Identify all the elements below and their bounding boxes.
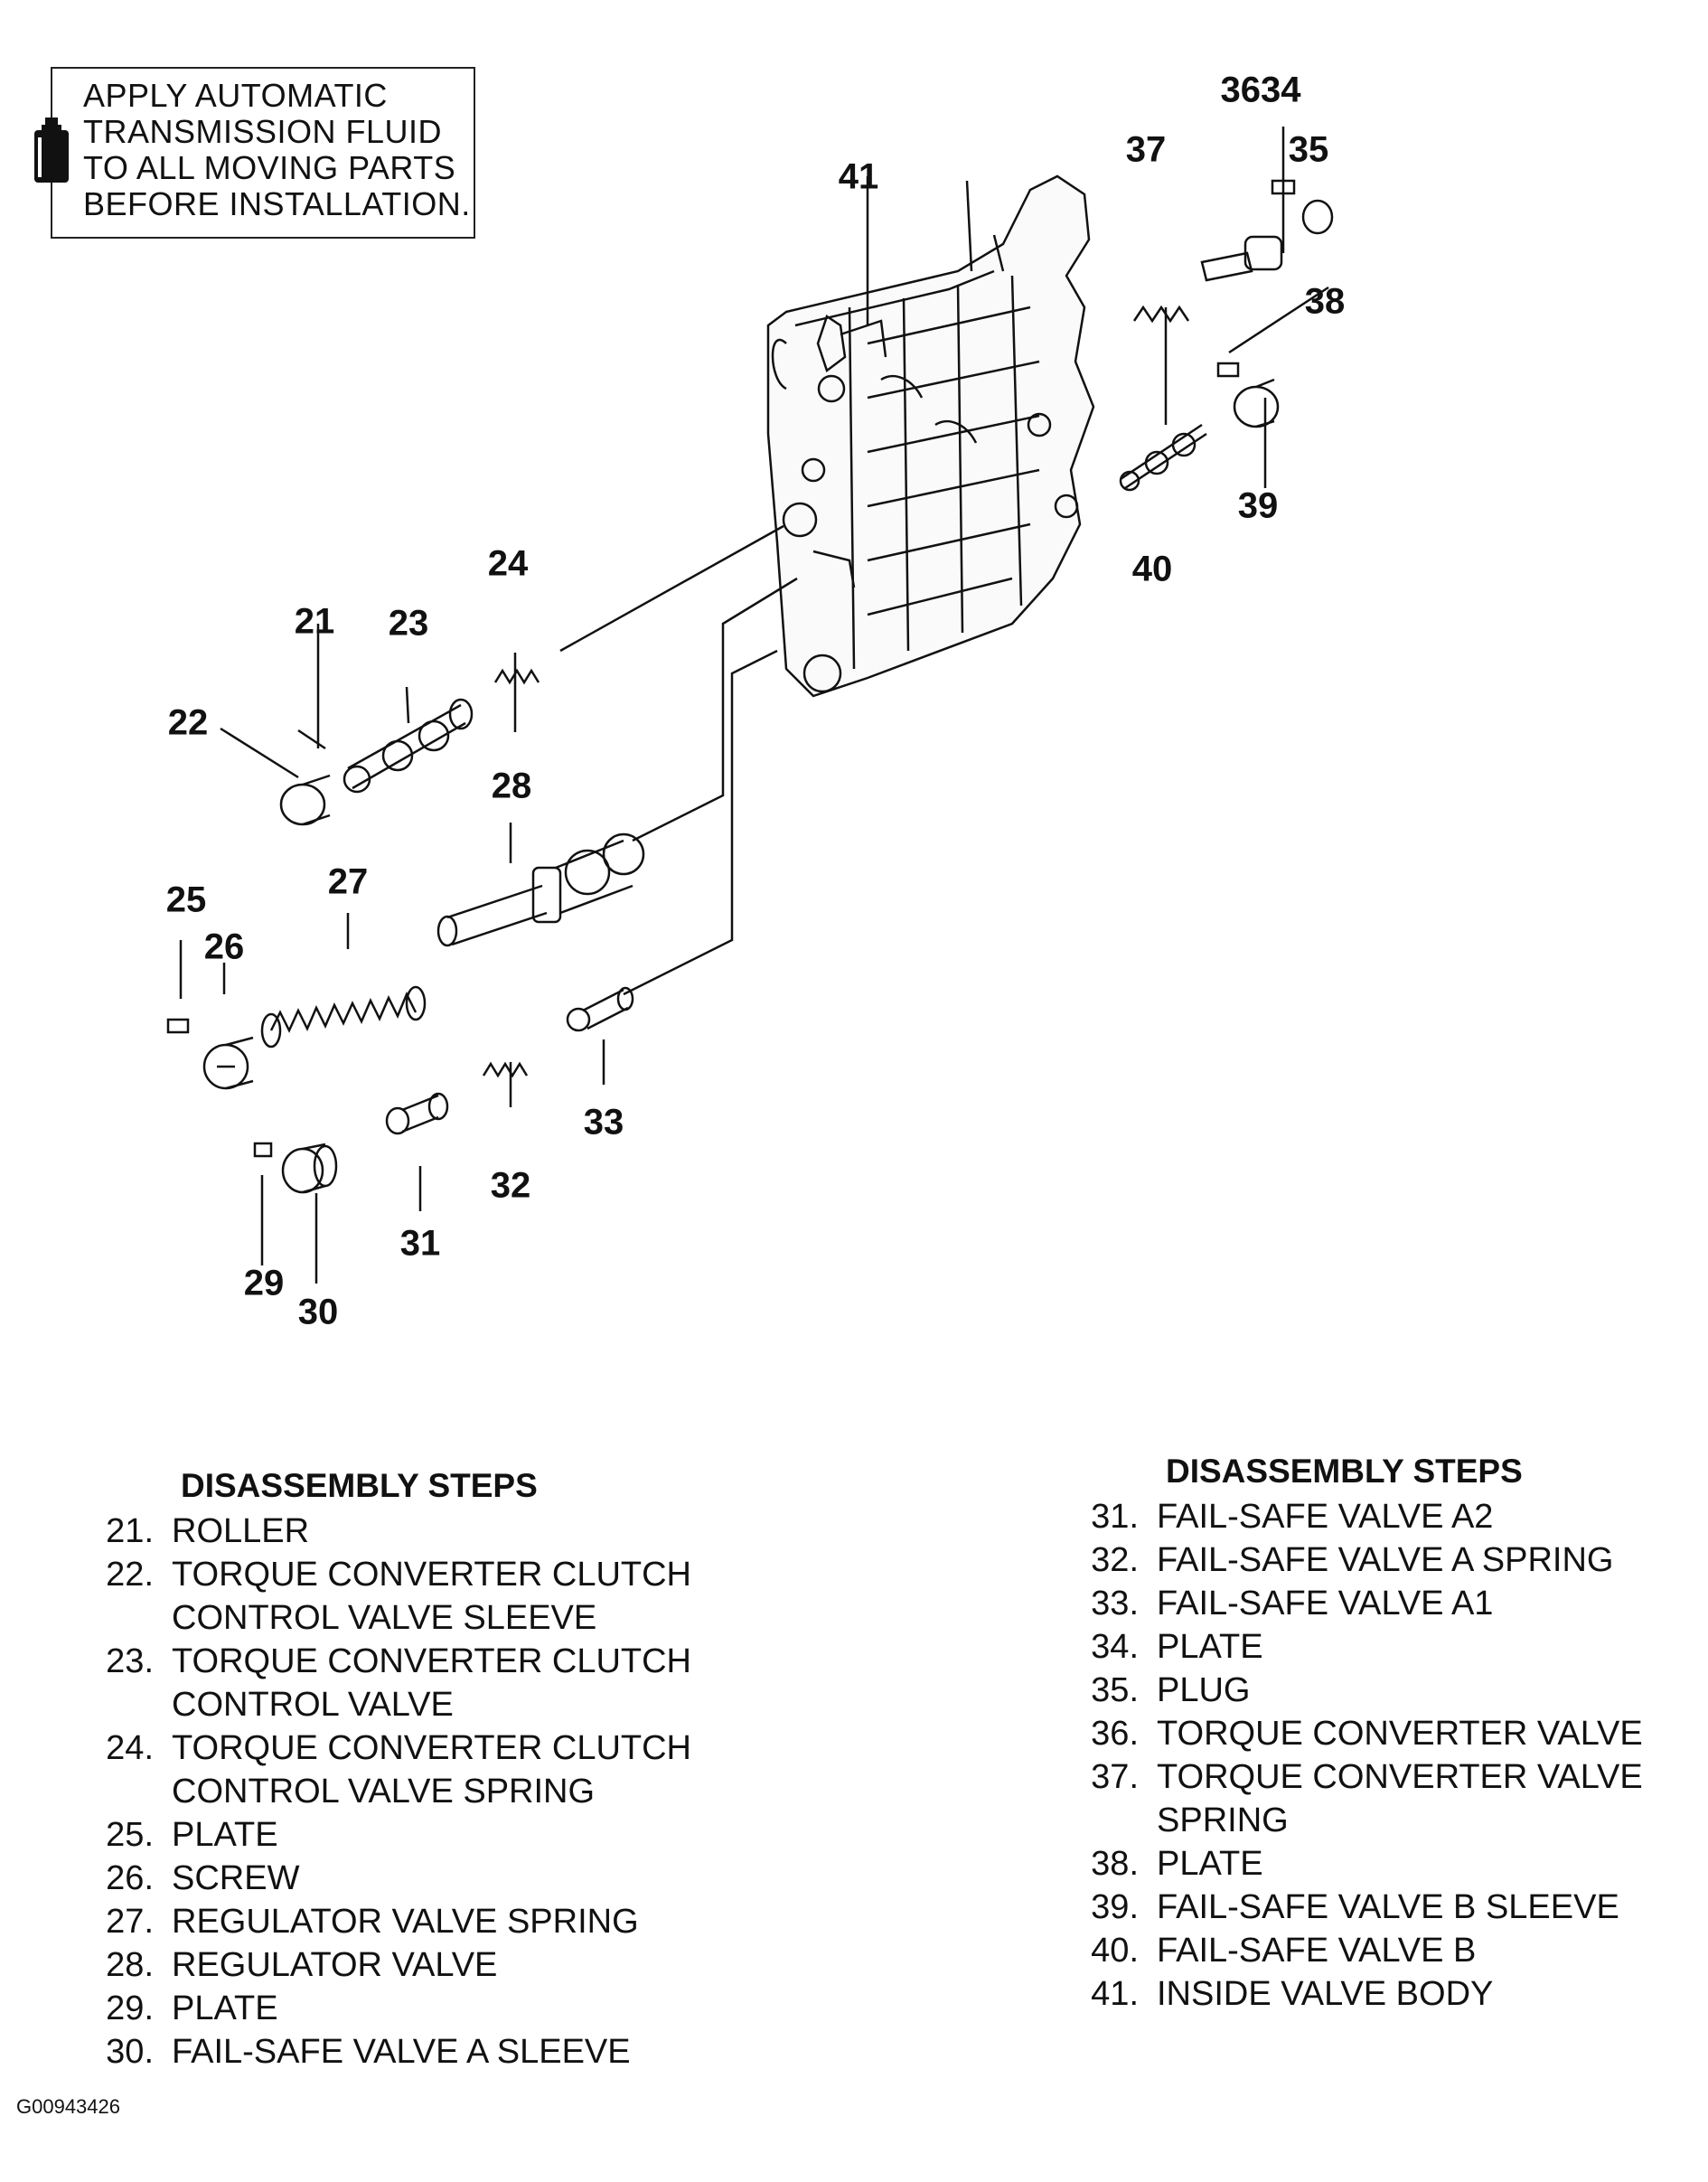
callout-24: 24 bbox=[487, 543, 529, 584]
callout-22: 22 bbox=[167, 702, 209, 743]
part-24-spring bbox=[493, 668, 540, 685]
callout-39: 39 bbox=[1237, 485, 1279, 526]
note-line-4: BEFORE INSTALLATION. bbox=[83, 185, 471, 222]
callout-35: 35 bbox=[1288, 129, 1329, 170]
part-26-screw bbox=[202, 1036, 254, 1090]
part-39-sleeve bbox=[1233, 378, 1280, 428]
part-36-valve bbox=[1200, 235, 1283, 282]
callout-21: 21 bbox=[294, 601, 335, 642]
part-40-valve bbox=[1119, 423, 1207, 492]
callout-25: 25 bbox=[165, 879, 207, 920]
callout-30: 30 bbox=[297, 1292, 339, 1332]
note-line-3: TO ALL MOVING PARTS bbox=[83, 149, 456, 186]
part-30-sleeve bbox=[281, 1143, 338, 1194]
right-steps-heading: DISASSEMBLY STEPS bbox=[1166, 1453, 1523, 1490]
part-38-plate bbox=[1216, 362, 1240, 378]
fluid-bottle-icon bbox=[34, 118, 69, 183]
callout-33: 33 bbox=[583, 1102, 624, 1143]
part-28-valve bbox=[436, 832, 645, 947]
part-23-valve bbox=[343, 698, 474, 794]
figure-code: G00943426 bbox=[16, 2095, 120, 2118]
exploded-valve-body-drawing bbox=[166, 127, 1334, 1284]
callout-32: 32 bbox=[490, 1165, 531, 1206]
callout-40: 40 bbox=[1131, 549, 1173, 589]
callout-31: 31 bbox=[399, 1223, 441, 1264]
part-35-plug bbox=[1301, 199, 1334, 235]
part-22-sleeve bbox=[279, 774, 331, 826]
callout-37: 37 bbox=[1125, 129, 1167, 170]
part-27-spring bbox=[260, 985, 427, 1049]
callout-27: 27 bbox=[327, 861, 369, 902]
callout-38: 38 bbox=[1304, 281, 1346, 322]
left-steps-heading: DISASSEMBLY STEPS bbox=[181, 1467, 538, 1504]
part-33-valve bbox=[566, 986, 634, 1032]
part-37-spring bbox=[1132, 305, 1190, 324]
callout-41: 41 bbox=[838, 156, 879, 197]
part-34-plate bbox=[1271, 179, 1296, 195]
inside-valve-body bbox=[766, 174, 1095, 698]
part-31-valve bbox=[385, 1092, 449, 1135]
note-line-1: APPLY AUTOMATIC bbox=[83, 77, 388, 114]
callout-23: 23 bbox=[388, 603, 429, 644]
part-25-plate bbox=[166, 1018, 190, 1034]
right-steps-list: DISASSEMBLY STEPS 31.FAIL-SAFE VALVE A2 … bbox=[1075, 1450, 1699, 2028]
callout-29: 29 bbox=[243, 1263, 285, 1303]
part-29-plate bbox=[253, 1142, 273, 1158]
part-32-spring bbox=[482, 1061, 529, 1078]
part-21-roller bbox=[297, 729, 326, 750]
fluid-note-box: APPLY AUTOMATIC TRANSMISSION FLUID TO AL… bbox=[34, 67, 475, 239]
callout-26: 26 bbox=[203, 926, 245, 967]
callout-28: 28 bbox=[491, 766, 532, 806]
callout-3634: 3634 bbox=[1220, 70, 1301, 110]
left-steps-list: DISASSEMBLY STEPS 21.ROLLER 22.TORQUE CO… bbox=[90, 1464, 777, 2079]
note-line-2: TRANSMISSION FLUID bbox=[83, 113, 443, 150]
